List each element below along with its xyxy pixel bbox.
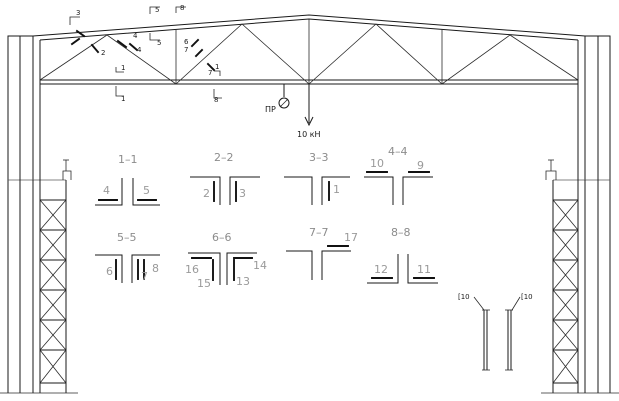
mark-4b: 4 [137, 46, 142, 54]
mark-3: 3 [76, 9, 80, 17]
left-column [0, 35, 78, 394]
column-sections: [10 [10 [458, 293, 533, 371]
section-title: 2–2 [214, 151, 234, 164]
part-label: 11 [417, 263, 431, 276]
part-label: 8 [152, 262, 159, 275]
prop-label: ПР [265, 105, 276, 114]
part-label: 14 [253, 259, 267, 272]
section-title: 7–7 [309, 226, 329, 239]
part-label: 12 [374, 263, 388, 276]
section-3-3: 3–3 1 [284, 151, 350, 205]
part-label: 15 [197, 277, 211, 290]
mark-6: 6 [184, 38, 189, 46]
truss-section-marks: 3 2 4 4 1 1 5 5 8 6 7 7 1 8 [69, 4, 222, 104]
section-title: 4–4 [388, 145, 408, 158]
part-label: 6 [106, 265, 113, 278]
mark-7b: 7 [208, 69, 212, 77]
section-6-6: 6–6 16 15 14 13 [185, 231, 267, 290]
part-label: 13 [236, 275, 250, 288]
section-5-5: 5–5 6 7 8 [95, 231, 160, 283]
mark-2: 2 [101, 49, 105, 57]
part-label: 9 [417, 159, 424, 172]
section-title: 6–6 [212, 231, 232, 244]
section-8-8: 8–8 12 11 [367, 226, 438, 284]
section-title: 8–8 [391, 226, 411, 239]
section-2-2: 2–2 2 3 [190, 151, 260, 205]
part-label: 2 [203, 187, 210, 200]
mark-1b: 1 [121, 95, 125, 103]
mark-5b: 5 [157, 39, 161, 47]
part-label: 7 [141, 270, 148, 283]
section-4-4: 4–4 10 9 [364, 145, 433, 205]
part-label: 17 [344, 231, 358, 244]
part-label: 10 [370, 157, 384, 170]
part-label: 5 [143, 184, 150, 197]
roof-truss [32, 14, 586, 85]
part-label: 3 [239, 187, 246, 200]
mark-7: 7 [184, 46, 188, 54]
section-title: 3–3 [309, 151, 329, 164]
mark-4a: 4 [133, 32, 138, 40]
section-1-1: 1–1 4 5 [95, 153, 160, 206]
section-title: 1–1 [118, 153, 138, 166]
mark-8b: 8 [214, 96, 218, 104]
part-label: 16 [185, 263, 199, 276]
left-lattice [39, 199, 67, 384]
load-marker: ПР 10 кН [265, 84, 321, 139]
part-label: 1 [333, 183, 340, 196]
right-column [541, 35, 619, 394]
mark-1: 1 [121, 64, 125, 72]
load-label: 10 кН [297, 130, 321, 139]
column-section-left: [10 [458, 293, 470, 301]
section-7-7: 7–7 17 [286, 226, 358, 280]
mark-5a: 5 [155, 6, 159, 14]
mark-1c: 1 [215, 63, 219, 71]
part-label: 4 [103, 184, 110, 197]
column-section-right: [10 [521, 293, 533, 301]
section-title: 5–5 [117, 231, 137, 244]
right-lattice [552, 199, 579, 384]
mark-8a: 8 [180, 4, 184, 12]
